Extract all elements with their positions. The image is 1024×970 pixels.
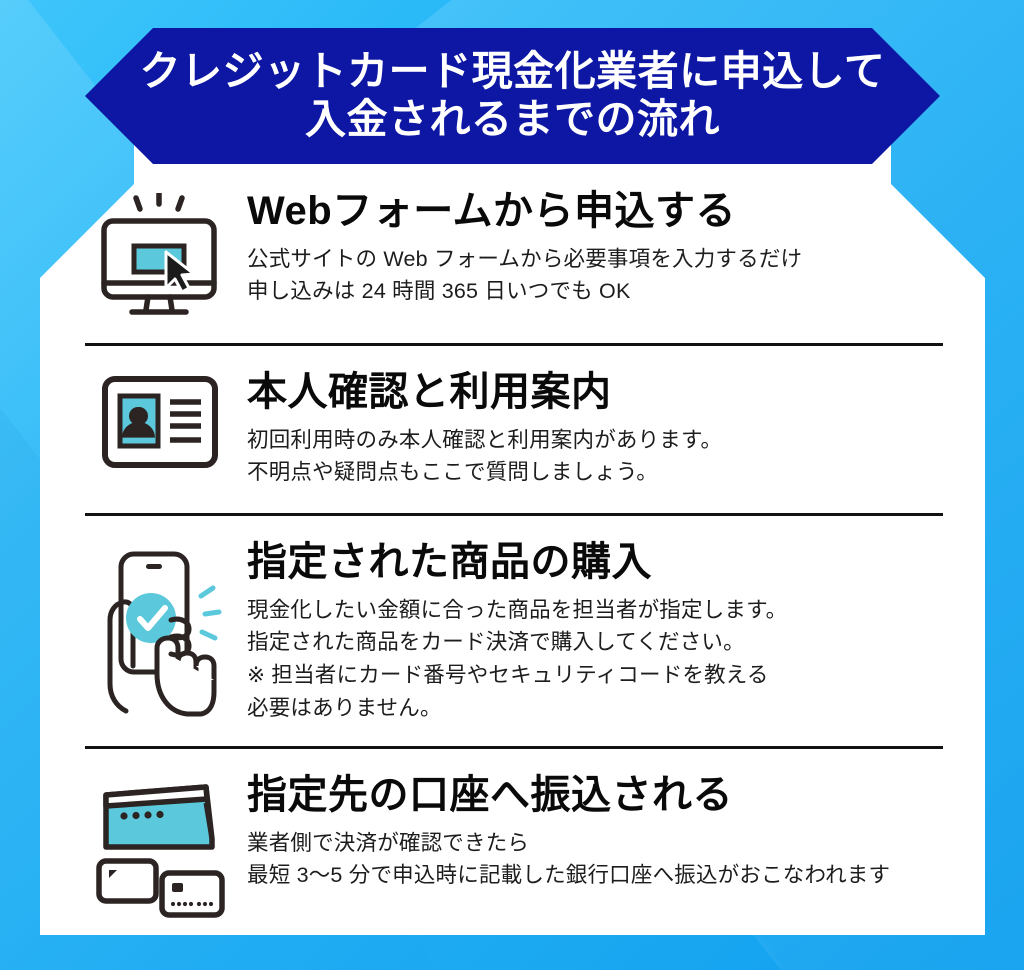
wallet-cards-icon [85, 771, 235, 919]
step-body-4: 指定先の口座へ振込される 業者側で決済が確認できたら 最短 3〜5 分で申込時に… [235, 771, 945, 892]
step-divider-2 [85, 512, 943, 516]
step-body-3: 指定された商品の購入 現金化したい金額に合った商品を担当者が指定します。 指定さ… [235, 538, 945, 724]
step-description-2: 初回利用時のみ本人確認と利用案内があります。 不明点や疑問点もここで質問しましょ… [247, 427, 723, 485]
step-description-3: 現金化したい金額に合った商品を担当者が指定します。 指定された商品をカード決済で… [247, 597, 788, 720]
hand-phone-check-icon [85, 538, 235, 720]
step-divider-3 [85, 746, 943, 750]
id-card-icon [85, 368, 235, 470]
banner-title: クレジットカード現金化業者に申込して 入金されるまでの流れ [139, 48, 886, 142]
step-title-3: 指定された商品の購入 [247, 539, 652, 584]
step-item-1: Webフォームから申込する 公式サイトの Web フォームから必要事項を入力する… [85, 185, 945, 343]
steps-list: Webフォームから申込する 公式サイトの Web フォームから必要事項を入力する… [85, 185, 945, 919]
step-item-4: 指定先の口座へ振込される 業者側で決済が確認できたら 最短 3〜5 分で申込時に… [85, 749, 945, 919]
monitor-cursor-icon [85, 187, 235, 321]
step-body-2: 本人確認と利用案内 初回利用時のみ本人確認と利用案内があります。 不明点や疑問点… [235, 368, 945, 489]
header-banner: クレジットカード現金化業者に申込して 入金されるまでの流れ [85, 28, 940, 164]
step-item-3: 指定された商品の購入 現金化したい金額に合った商品を担当者が指定します。 指定さ… [85, 516, 945, 746]
step-description-1: 公式サイトの Web フォームから必要事項を入力するだけ 申し込みは 24 時間… [247, 246, 803, 304]
step-description-4: 業者側で決済が確認できたら 最短 3〜5 分で申込時に記載した銀行口座へ振込がお… [247, 830, 891, 888]
step-divider-1 [85, 343, 943, 346]
step-body-1: Webフォームから申込する 公式サイトの Web フォームから必要事項を入力する… [235, 187, 945, 308]
step-title-4: 指定先の口座へ振込される [247, 773, 733, 818]
step-title-2: 本人確認と利用案内 [247, 370, 612, 414]
step-item-2: 本人確認と利用案内 初回利用時のみ本人確認と利用案内があります。 不明点や疑問点… [85, 346, 945, 513]
step-title-1: Webフォームから申込する [247, 189, 737, 233]
